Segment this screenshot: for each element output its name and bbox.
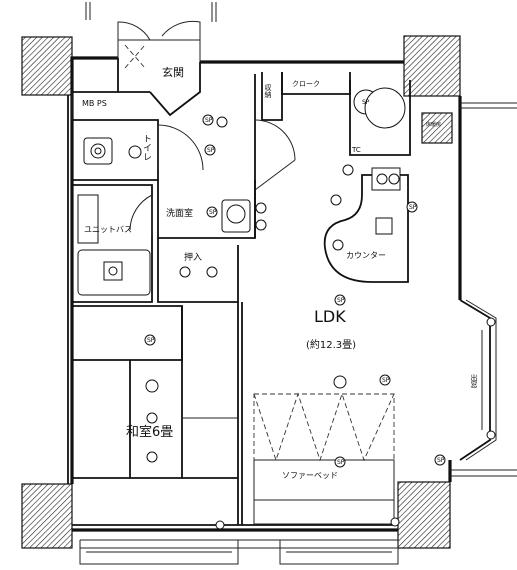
- sp-label: SP: [207, 147, 215, 154]
- label-ldk-size: (約12.3畳): [306, 338, 356, 351]
- label-sofa-bed: ソファーベッド: [282, 471, 338, 480]
- label-toilet: トイレ: [141, 134, 152, 161]
- label-washitsu: 和室6畳: [126, 424, 173, 440]
- outer-walls: [67, 56, 517, 549]
- sp-label: SP: [337, 297, 345, 304]
- sp-label: SP: [205, 117, 213, 124]
- label-ldk: LDK: [314, 307, 346, 326]
- entrance-area: [71, 2, 217, 120]
- door-swings: [129, 119, 296, 235]
- label-counter: カウンター: [346, 251, 386, 260]
- label-oshiire: 押入: [184, 251, 202, 263]
- sp-label: SP: [362, 99, 370, 106]
- sp-label: SP: [209, 209, 217, 216]
- label-washroom: 洗面室: [166, 207, 193, 219]
- fixtures: [77, 87, 406, 296]
- interior-walls: [72, 72, 497, 525]
- sp-label: SP: [337, 459, 345, 466]
- sp-labels: SP SP SP SP SP SP SP SP SP SP: [147, 99, 445, 466]
- label-closet: クローク: [292, 80, 320, 88]
- sp-label: SP: [437, 457, 445, 464]
- label-entrance: 玄関: [162, 65, 184, 79]
- light-symbols: [128, 114, 496, 530]
- label-floor-heater: 床暖房: [426, 121, 441, 128]
- sp-label: SP: [382, 377, 390, 384]
- kitchen-counter: [323, 167, 409, 283]
- label-unit-bath: ユニットバス: [84, 225, 132, 234]
- label-storage-small: 収納: [264, 84, 272, 99]
- structural-columns: [21, 35, 461, 549]
- bottom-windows: [79, 540, 399, 565]
- label-mb-ps: MB PS: [82, 99, 107, 108]
- room-labels: 玄関 MB PS クローク 収納 トイレ TC 洗面室 ユニットバス 押入 カウ…: [82, 65, 478, 480]
- label-tc: TC: [351, 146, 361, 154]
- label-bay-window: 出窓: [470, 373, 478, 388]
- ldk-zones: [253, 392, 395, 525]
- sp-label: SP: [147, 337, 155, 344]
- sp-label: SP: [409, 204, 417, 211]
